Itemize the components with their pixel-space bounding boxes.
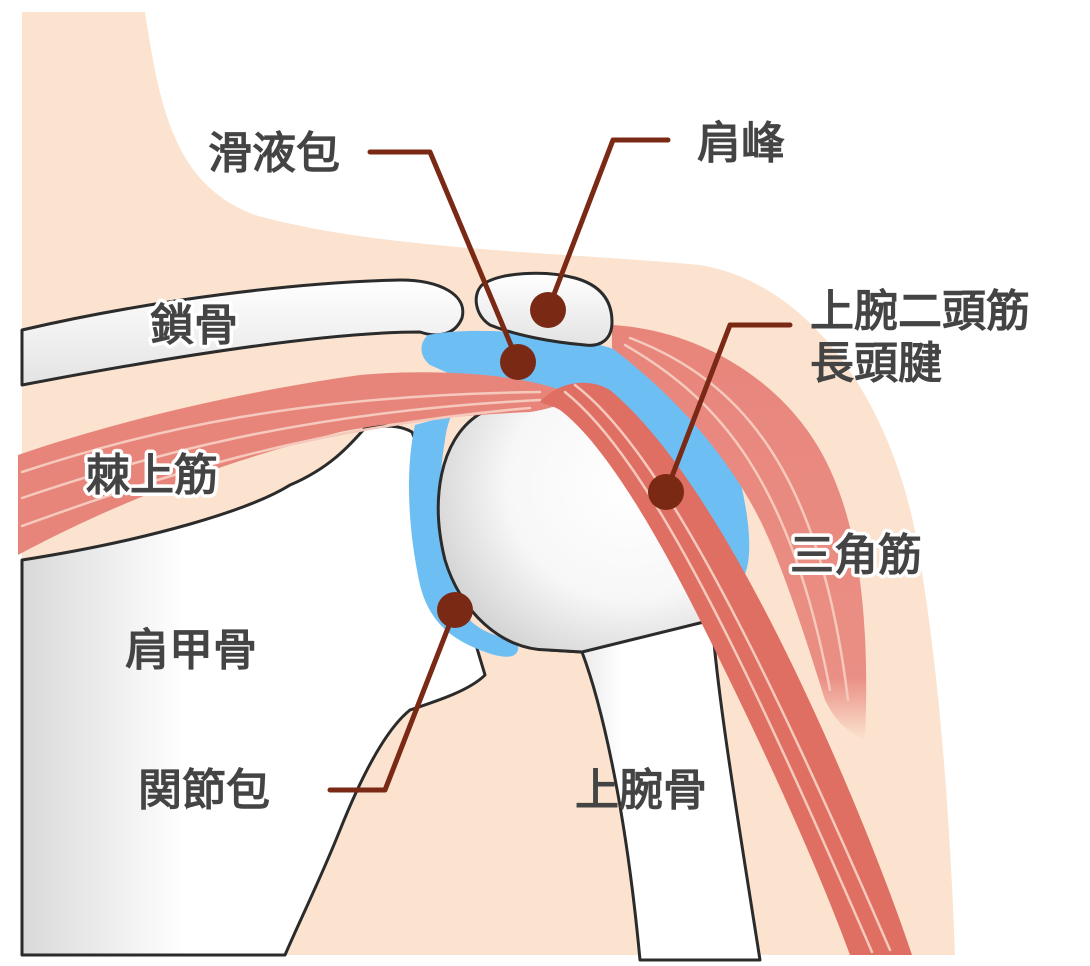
label-biceps-line2: 長頭腱 xyxy=(810,338,942,389)
clavicle-bone xyxy=(20,278,465,387)
humerus-shaft xyxy=(546,558,762,962)
label-joint-capsule: 関節包 xyxy=(138,765,270,816)
label-scapula: 肩甲骨 xyxy=(125,625,257,676)
label-supraspinatus: 棘上筋 xyxy=(86,450,218,501)
label-biceps-line1: 上腕二頭筋 xyxy=(810,286,1030,337)
marker-biceps xyxy=(648,474,684,510)
label-deltoid: 三角筋 xyxy=(790,530,922,581)
marker-joint-capsule xyxy=(437,592,473,628)
label-acromion: 肩峰 xyxy=(697,118,785,169)
deltoid-muscle xyxy=(612,325,867,740)
leader-joint-capsule xyxy=(327,607,458,793)
label-humerus: 上腕骨 xyxy=(575,765,707,816)
leader-biceps xyxy=(663,322,793,495)
label-bursa: 滑液包 xyxy=(208,128,340,179)
marker-bursa xyxy=(500,344,536,380)
label-clavicle: 鎖骨 xyxy=(150,300,238,351)
marker-acromion xyxy=(530,292,566,328)
leader-bursa xyxy=(367,149,521,365)
leader-acromion xyxy=(545,137,671,313)
biceps-tendon xyxy=(540,382,912,955)
bursa-capsule xyxy=(408,330,750,657)
